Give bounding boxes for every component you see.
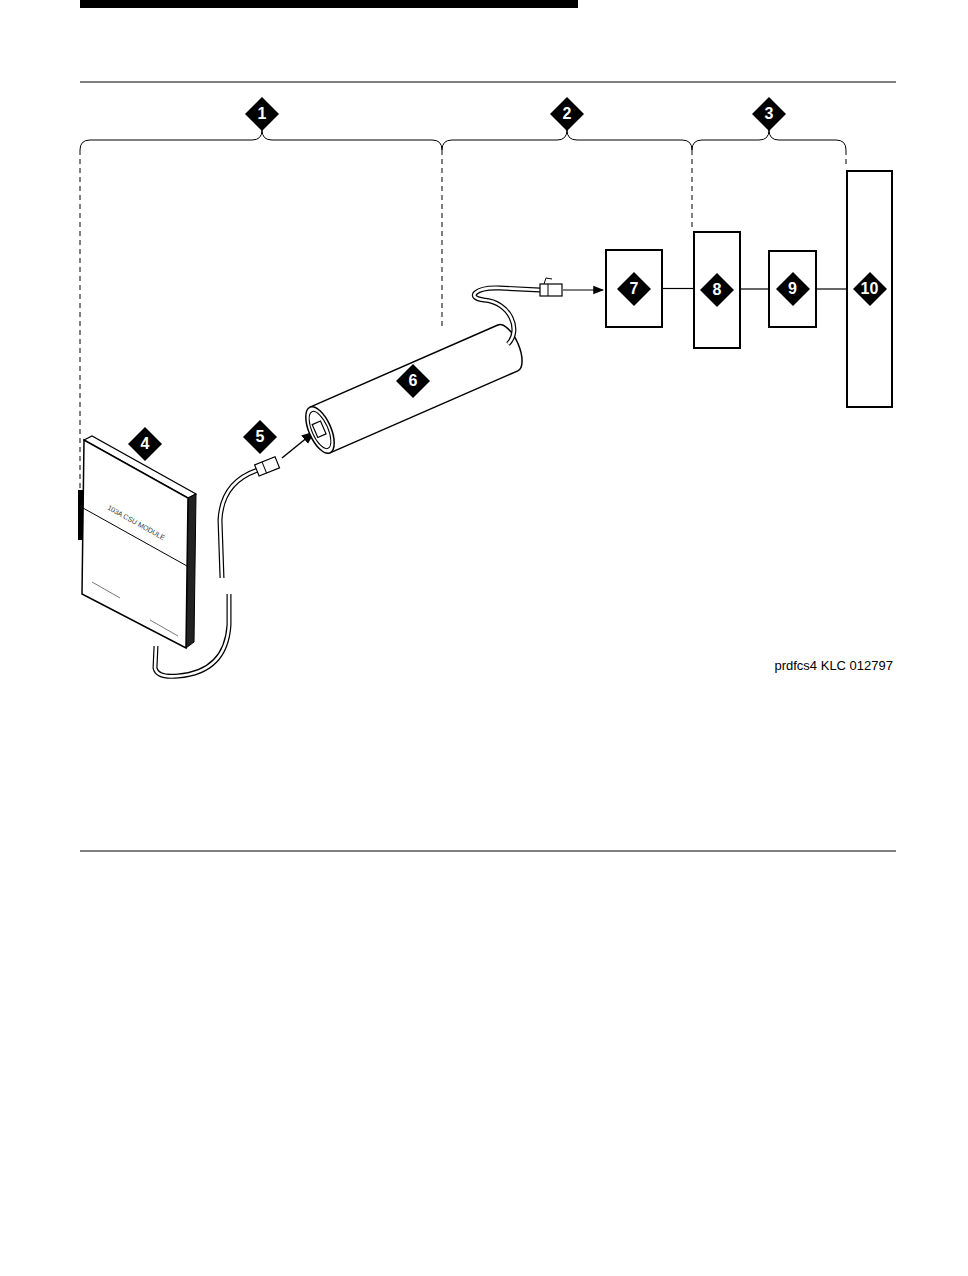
bracket — [80, 130, 846, 150]
bracket — [692, 130, 846, 150]
module-face — [82, 440, 188, 648]
modular-plug — [540, 278, 562, 296]
callout-diamond — [700, 273, 734, 307]
callout-number: 10 — [861, 281, 879, 297]
connector-line — [817, 288, 846, 289]
callout-diamond — [243, 420, 277, 454]
callout-number: 3 — [752, 106, 786, 122]
cable — [474, 288, 540, 344]
dashed-divider — [80, 150, 81, 488]
callout-diamond — [752, 97, 786, 131]
csu-module — [78, 436, 196, 648]
callout-diamond — [550, 97, 584, 131]
dashed-divider — [846, 150, 847, 168]
cable — [155, 594, 229, 676]
rule-line — [80, 82, 896, 83]
dashed-divider — [442, 150, 443, 330]
cable — [220, 470, 258, 578]
figure-id: prdfcs4 KLC 012797 — [774, 658, 893, 673]
module-marking — [150, 620, 178, 636]
callout-diamond — [853, 272, 887, 306]
callout-number: 9 — [788, 281, 797, 297]
callout-diamond — [396, 364, 430, 398]
module-divider — [83, 508, 187, 566]
bracket — [80, 130, 442, 150]
rule-line — [80, 851, 896, 852]
callout-diamond — [128, 427, 162, 461]
callout-number: 6 — [396, 373, 430, 389]
cable — [155, 594, 229, 676]
callout-number: 4 — [128, 436, 162, 452]
callout-number: 1 — [245, 106, 279, 122]
header-bar — [80, 0, 578, 8]
callout-number: 8 — [713, 282, 722, 298]
modular-plug — [255, 457, 280, 476]
cable — [220, 470, 258, 578]
equipment-box: 7 — [605, 249, 663, 328]
module-marking — [92, 582, 120, 598]
equipment-box: 10 — [846, 170, 893, 408]
callout-diamond — [776, 272, 810, 306]
insert-arrow — [282, 432, 314, 458]
equipment-box: 8 — [693, 231, 741, 349]
callout-number: 5 — [243, 429, 277, 445]
dashed-divider — [80, 150, 846, 488]
callout-number: 2 — [550, 106, 584, 122]
insert-arrow — [563, 289, 603, 290]
bracket — [442, 130, 692, 150]
callout-diamond — [245, 97, 279, 131]
callout-number: 7 — [630, 281, 639, 297]
module-clip — [78, 490, 83, 540]
cable — [474, 288, 540, 344]
connector-line — [663, 288, 693, 289]
module-marking: 103A CSU MODULE — [103, 503, 168, 544]
connector-line — [741, 288, 768, 289]
adapter-cylinder — [300, 321, 528, 458]
equipment-box: 9 — [768, 250, 817, 328]
callout-diamond — [617, 272, 651, 306]
dashed-divider — [692, 150, 693, 229]
